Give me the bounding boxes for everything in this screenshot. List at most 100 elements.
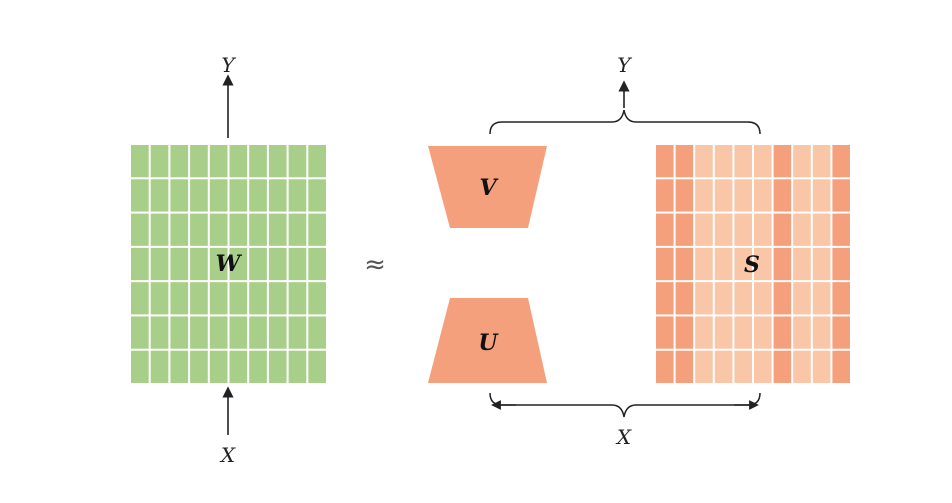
matrix-s-cell bbox=[656, 247, 674, 281]
matrix-w-cell bbox=[131, 316, 149, 349]
matrix-s-cell bbox=[773, 247, 792, 281]
matrix-s-cell bbox=[773, 179, 792, 212]
matrix-w-cell bbox=[190, 213, 208, 246]
matrix-w-cell bbox=[288, 145, 307, 178]
matrix-w-cell bbox=[268, 145, 287, 178]
matrix-w-cell bbox=[249, 247, 267, 281]
matrix-w-cell bbox=[288, 247, 307, 281]
matrix-w-cell bbox=[308, 350, 326, 383]
matrix-w-cell bbox=[131, 145, 149, 178]
matrix-w-cell bbox=[170, 282, 189, 315]
matrix-s-cell bbox=[734, 247, 752, 281]
x-label-left: X bbox=[219, 443, 236, 467]
matrix-w-cell bbox=[249, 350, 267, 383]
matrix-s-cell bbox=[714, 316, 733, 349]
matrix-s-cell bbox=[754, 145, 772, 178]
matrix-w-cell bbox=[268, 282, 287, 315]
matrix-w-cell bbox=[249, 145, 267, 178]
matrix-s-cell bbox=[832, 282, 850, 315]
matrix-w-cell bbox=[249, 213, 267, 246]
top-brace bbox=[489, 109, 761, 135]
matrix-w-cell bbox=[190, 350, 208, 383]
matrix-w-cell bbox=[229, 282, 248, 315]
matrix-w-cell bbox=[229, 247, 248, 281]
matrix-s-cell bbox=[812, 179, 831, 212]
matrix-w-cell bbox=[209, 316, 228, 349]
matrix-w-cell bbox=[209, 282, 228, 315]
matrix-s-cell bbox=[773, 350, 792, 383]
matrix-w-cell bbox=[229, 316, 248, 349]
matrix-s-cell bbox=[734, 350, 752, 383]
matrix-w-cell bbox=[150, 350, 169, 383]
matrix-s-cell bbox=[793, 179, 811, 212]
y-label-right: Y bbox=[617, 53, 632, 77]
matrix-w-cell bbox=[249, 282, 267, 315]
matrix-s-grid bbox=[656, 145, 850, 383]
matrix-w-cell bbox=[288, 179, 307, 212]
matrix-w-cell bbox=[190, 247, 208, 281]
matrix-s-cell bbox=[656, 350, 674, 383]
matrix-w-cell bbox=[190, 282, 208, 315]
matrix-s-cell bbox=[695, 282, 713, 315]
matrix-w-cell bbox=[308, 282, 326, 315]
matrix-w-cell bbox=[229, 145, 248, 178]
matrix-s-cell bbox=[695, 179, 713, 212]
matrix-s-cell bbox=[656, 282, 674, 315]
v-label: V bbox=[479, 175, 498, 201]
matrix-s-cell bbox=[675, 179, 694, 212]
matrix-w-cell bbox=[288, 350, 307, 383]
matrix-w-cell bbox=[131, 179, 149, 212]
matrix-s-cell bbox=[714, 145, 733, 178]
matrix-w-cell bbox=[150, 213, 169, 246]
matrix-s-cell bbox=[675, 247, 694, 281]
matrix-w-cell bbox=[268, 179, 287, 212]
matrix-s-cell bbox=[754, 316, 772, 349]
matrix-s-cell bbox=[793, 213, 811, 246]
matrix-s-cell bbox=[832, 145, 850, 178]
matrix-w-cell bbox=[170, 213, 189, 246]
matrix-w-cell bbox=[209, 247, 228, 281]
approx-sign: ≈ bbox=[364, 250, 386, 280]
matrix-w-cell bbox=[170, 350, 189, 383]
s-label: S bbox=[744, 252, 760, 278]
matrix-w-cell bbox=[249, 316, 267, 349]
x-label-right: X bbox=[615, 425, 632, 449]
matrix-s-cell bbox=[793, 145, 811, 178]
matrix-s-cell bbox=[754, 247, 772, 281]
matrix-s-cell bbox=[695, 247, 713, 281]
matrix-w-cell bbox=[268, 213, 287, 246]
matrix-w-cell bbox=[308, 145, 326, 178]
u-label: U bbox=[478, 330, 499, 356]
matrix-w-cell bbox=[190, 179, 208, 212]
matrix-s-cell bbox=[812, 282, 831, 315]
matrix-s-cell bbox=[675, 316, 694, 349]
matrix-w-cell bbox=[288, 282, 307, 315]
matrix-w-grid bbox=[131, 145, 326, 383]
matrix-s-cell bbox=[754, 350, 772, 383]
matrix-s-cell bbox=[714, 213, 733, 246]
matrix-w-cell bbox=[170, 145, 189, 178]
matrix-w-cell bbox=[209, 179, 228, 212]
matrix-s-cell bbox=[812, 247, 831, 281]
matrix-w-cell bbox=[209, 145, 228, 178]
matrix-s-cell bbox=[793, 247, 811, 281]
matrix-s-cell bbox=[656, 213, 674, 246]
v-trapezoid bbox=[428, 146, 547, 228]
matrix-s-cell bbox=[695, 213, 713, 246]
u-trapezoid bbox=[428, 298, 547, 383]
matrix-s-cell bbox=[734, 316, 752, 349]
matrix-s-cell bbox=[734, 179, 752, 212]
matrix-s-cell bbox=[812, 145, 831, 178]
matrix-w-cell bbox=[229, 350, 248, 383]
matrix-s-cell bbox=[714, 282, 733, 315]
matrix-w-cell bbox=[190, 145, 208, 178]
matrix-w-cell bbox=[150, 145, 169, 178]
matrix-s-cell bbox=[793, 316, 811, 349]
matrix-s-cell bbox=[695, 316, 713, 349]
matrix-w-cell bbox=[308, 247, 326, 281]
matrix-w-cell bbox=[308, 179, 326, 212]
matrix-s-cell bbox=[675, 145, 694, 178]
matrix-s-cell bbox=[656, 179, 674, 212]
matrix-w-cell bbox=[190, 316, 208, 349]
